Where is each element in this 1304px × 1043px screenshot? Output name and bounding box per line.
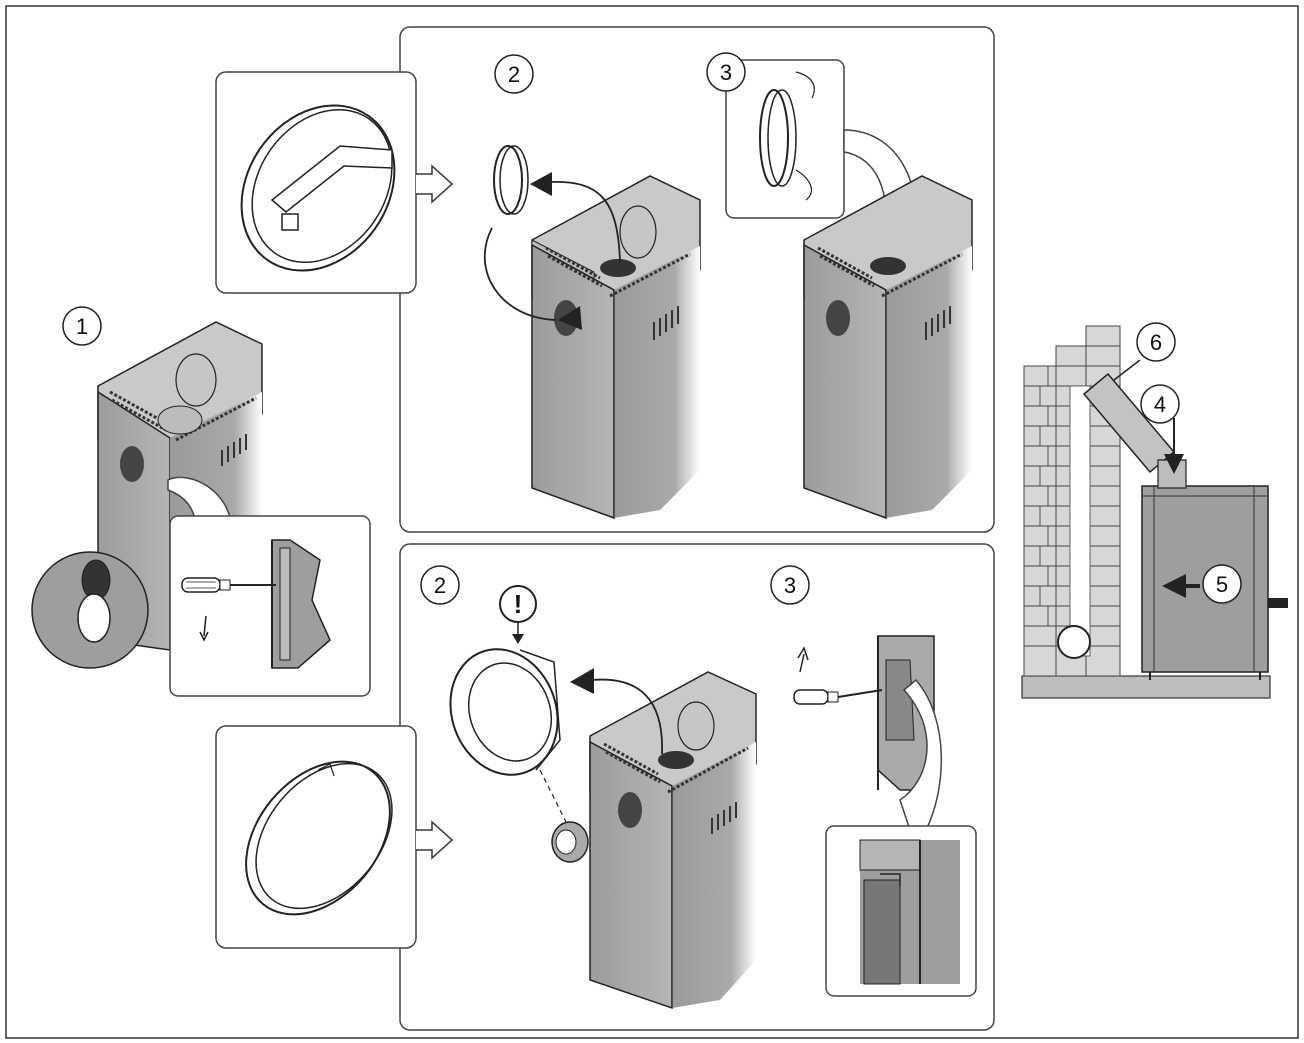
arrow-icon <box>799 653 805 673</box>
step-marker-2-top: 2 <box>494 54 534 94</box>
warning-symbol: ! <box>514 589 523 619</box>
step-marker-2-bottom: 2 <box>420 565 460 605</box>
small-ring-top-step2 <box>493 145 529 215</box>
step-marker-4: 4 <box>1140 384 1180 424</box>
step-number: 5 <box>1216 572 1228 597</box>
callout-detail-bottom <box>825 825 977 997</box>
stove-top-step2 <box>531 175 701 520</box>
step-marker-1: 1 <box>62 306 102 346</box>
rotate-arrow-icon <box>483 227 557 321</box>
step-number: 3 <box>720 60 732 85</box>
step-marker-5: 5 <box>1202 564 1242 604</box>
callout-screwdriver <box>169 515 371 697</box>
warning-icon: ! <box>499 585 537 644</box>
stove-top-step3 <box>803 175 973 520</box>
arrow-icon <box>203 615 207 637</box>
step-marker-6: 6 <box>1136 322 1176 362</box>
callout-ring-rotate <box>725 59 845 219</box>
rotate-arrow-icon <box>795 169 813 201</box>
step-number: 2 <box>434 573 446 598</box>
stove-edge-detail <box>793 635 935 791</box>
cover-ring <box>449 648 561 776</box>
screwdriver-icon <box>793 689 883 705</box>
rotate-arrow-icon <box>549 181 621 263</box>
arrow-icon <box>416 164 454 204</box>
step-number: 6 <box>1150 330 1162 355</box>
callout-ring-bracket <box>215 71 454 294</box>
rotate-arrow-icon <box>591 678 663 755</box>
step-number: 4 <box>1154 392 1166 417</box>
screwdriver-icon <box>181 577 276 593</box>
arrow-icon <box>558 306 582 330</box>
detail-knockout-circle <box>31 551 149 669</box>
stove-bottom-step2 <box>589 671 757 1010</box>
arrow-icon <box>530 172 552 196</box>
outer-frame <box>5 5 1299 1039</box>
callout-ring <box>215 725 454 949</box>
step-number: 3 <box>784 573 796 598</box>
step-marker-3-bottom: 3 <box>770 565 810 605</box>
step-marker-3-top: 3 <box>706 52 746 92</box>
arrow-icon <box>416 820 454 860</box>
plug <box>551 821 589 863</box>
step-number: 2 <box>508 62 520 87</box>
rotate-arrow-icon <box>795 71 815 99</box>
step-number: 1 <box>76 314 88 339</box>
chimney-installation: 6 4 5 <box>1021 322 1288 699</box>
